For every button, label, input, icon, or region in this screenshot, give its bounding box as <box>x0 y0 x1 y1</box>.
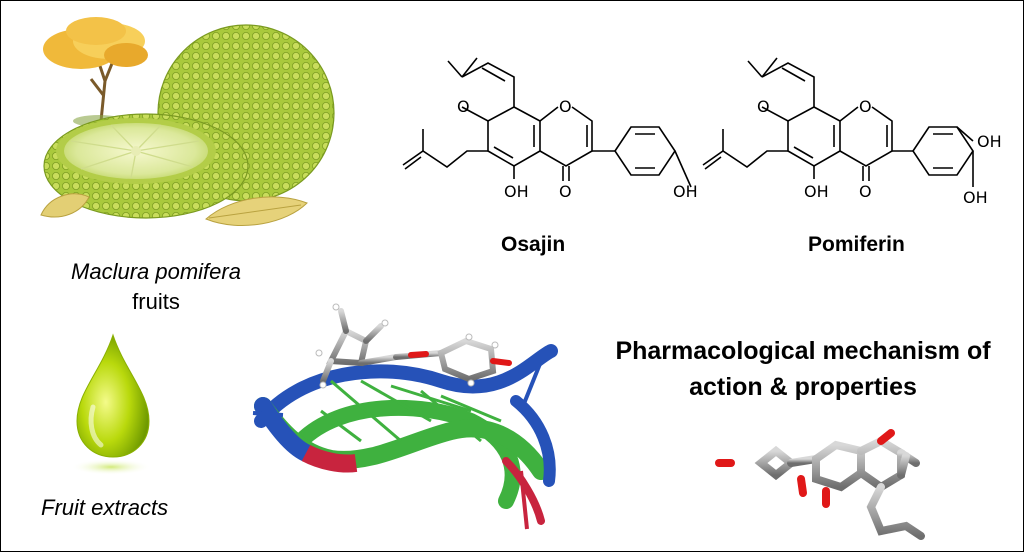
species-name: Maclura pomifera <box>71 259 241 284</box>
fruit-caption: Maclura pomifera fruits <box>61 257 251 317</box>
pomiferin-carbonyl-oxygen: O <box>859 182 872 201</box>
osage-orange-fruit-illustration <box>40 17 335 226</box>
protein-ligand-complex <box>252 303 558 530</box>
osajin-atom-labels: O O O OH OH <box>457 97 698 201</box>
pomiferin-atom-labels: O O O OH OH OH <box>757 97 1002 207</box>
osajin-hydroxyl: OH <box>504 182 529 201</box>
ligand-3d-model <box>715 429 925 540</box>
osajin-carbonyl-oxygen: O <box>559 182 572 201</box>
plant-part-label: fruits <box>132 289 180 314</box>
pomiferin-structure <box>702 57 974 187</box>
osajin-label: Osajin <box>501 233 566 256</box>
pomiferin-4-hydroxyl: OH <box>963 188 988 207</box>
mechanism-title: Pharmacological mechanism of action & pr… <box>615 337 991 401</box>
osajin-ring-oxygen: O <box>559 97 572 116</box>
extract-caption: Fruit extracts <box>41 495 169 520</box>
osajin-para-hydroxyl: OH <box>673 182 698 201</box>
pomiferin-3-hydroxyl: OH <box>977 132 1002 151</box>
leaf-icon <box>40 193 90 218</box>
pomiferin-hydroxyl: OH <box>804 182 829 201</box>
tree-icon <box>43 17 148 127</box>
pomiferin-ring-oxygen: O <box>859 97 872 116</box>
pomiferin-label: Pomiferin <box>808 233 905 256</box>
osajin-structure <box>402 57 692 188</box>
extract-drop-icon <box>71 333 151 475</box>
pomiferin-pyran-oxygen: O <box>757 97 770 116</box>
osajin-pyran-oxygen: O <box>457 97 470 116</box>
